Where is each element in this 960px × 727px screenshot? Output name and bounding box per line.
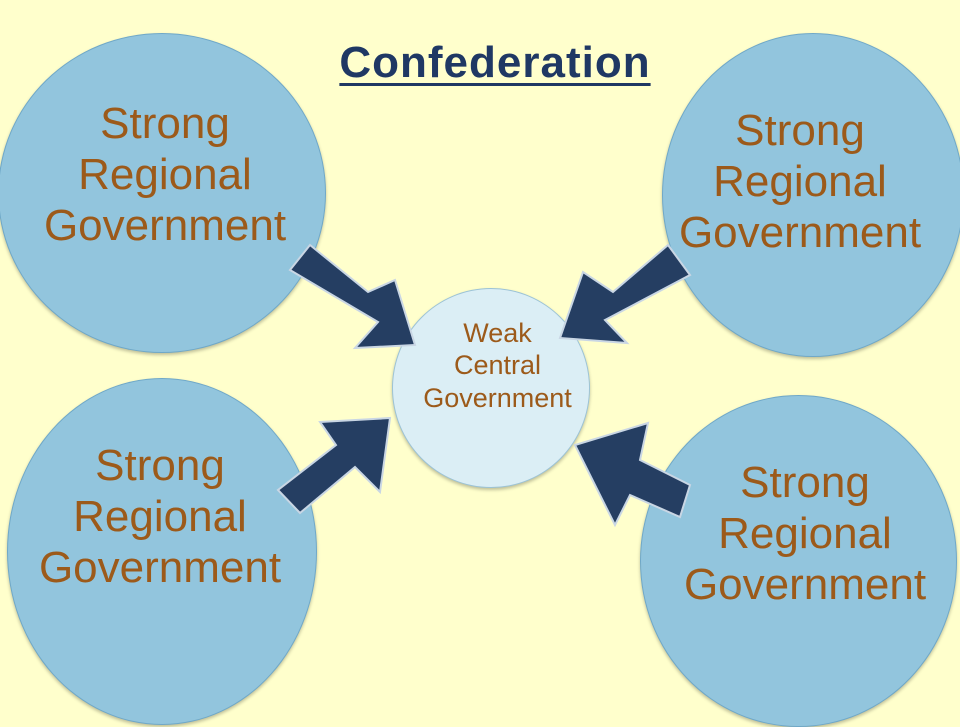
regional-label-line1: Strong — [100, 99, 230, 148]
regional-circle-top-left — [0, 33, 326, 353]
central-label-line3: Government — [423, 382, 572, 413]
regional-circle-bottom-right — [640, 395, 957, 727]
regional-label-line3: Government — [43, 201, 287, 251]
regional-label-line2: Regional — [718, 509, 892, 559]
regional-label-line3: Government — [38, 543, 282, 593]
central-label-line2: Central — [453, 350, 542, 381]
regional-label-line2: Regional — [73, 492, 247, 542]
central-label: Weak Central Government — [395, 317, 600, 414]
regional-label-line1: Strong — [740, 458, 870, 507]
regional-label-top-right: Strong Regional Government — [660, 105, 940, 258]
regional-label-line1: Strong — [95, 441, 225, 490]
diagram-title: Confederation — [339, 38, 651, 87]
regional-label-top-left: Strong Regional Government — [25, 98, 305, 251]
central-circle — [392, 288, 590, 488]
regional-label-bottom-left: Strong Regional Government — [20, 440, 300, 593]
regional-label-line2: Regional — [713, 157, 887, 207]
regional-circle-bottom-left — [7, 378, 317, 725]
regional-label-line2: Regional — [78, 150, 252, 200]
arrow-bottom-right — [573, 421, 692, 528]
regional-label-line1: Strong — [735, 106, 865, 155]
arrow-top-left — [288, 243, 417, 350]
regional-label-bottom-right: Strong Regional Government — [665, 457, 945, 610]
regional-label-line3: Government — [683, 560, 927, 610]
arrow-top-right — [558, 243, 692, 345]
central-label-line1: Weak — [463, 318, 532, 348]
regional-label-line3: Government — [678, 208, 922, 258]
arrow-bottom-left — [276, 416, 392, 515]
regional-circle-top-right — [662, 33, 960, 357]
